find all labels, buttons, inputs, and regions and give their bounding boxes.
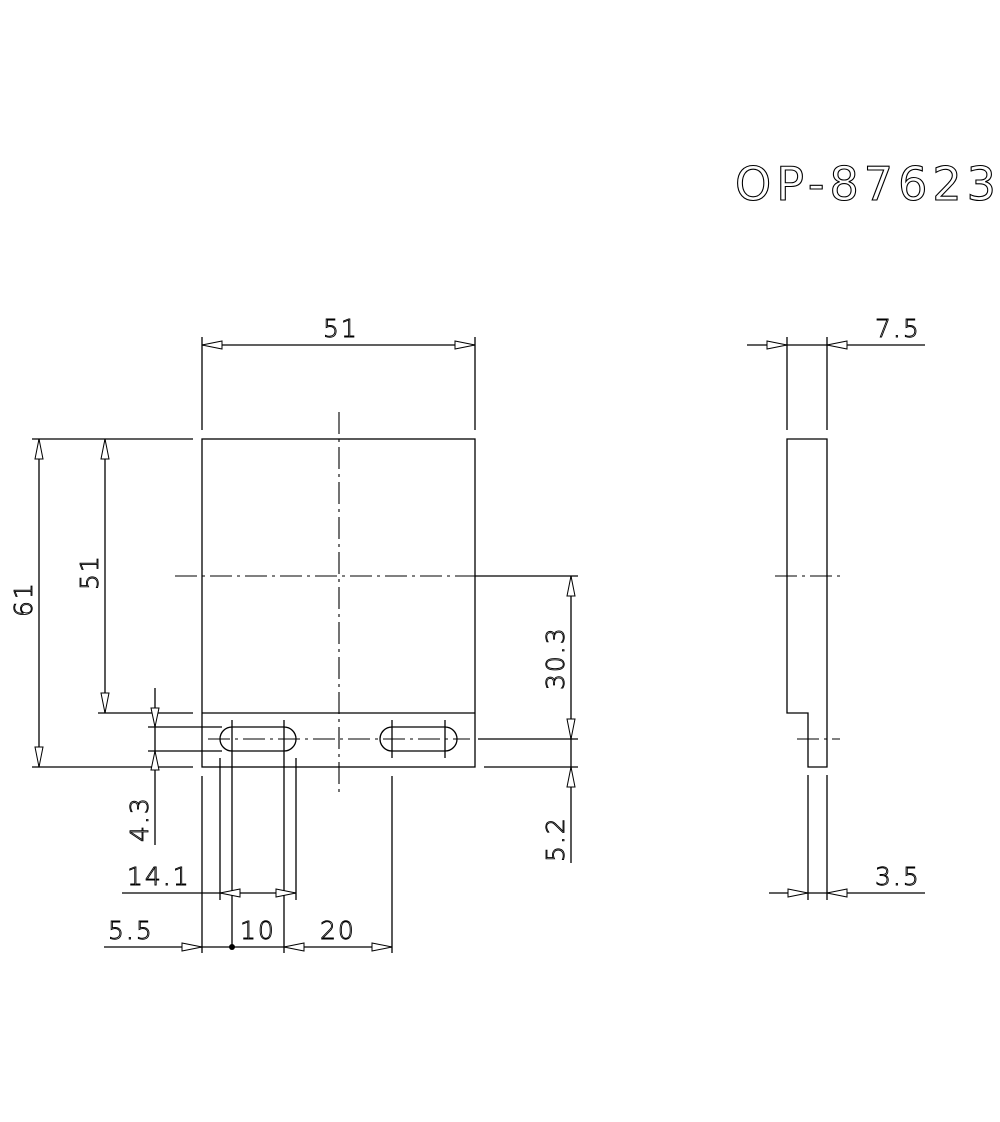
arrow-icon xyxy=(150,750,160,771)
dim-slot-to-slot: 20 xyxy=(320,916,356,945)
dim-height-total: 61 xyxy=(9,581,38,617)
dimension-origin-dot xyxy=(229,944,235,950)
arrow-icon xyxy=(201,340,223,350)
arrow-icon xyxy=(181,942,203,952)
arrow-icon xyxy=(100,438,110,460)
arrow-icon xyxy=(826,340,848,350)
arrow-icon xyxy=(371,942,393,952)
part-number-title: OP-87623 xyxy=(735,157,1000,211)
dim-thickness-bottom: 3.5 xyxy=(875,862,921,891)
dim-slot-center-bottom: 5.2 xyxy=(541,816,570,862)
arrow-icon xyxy=(566,575,576,597)
arrow-icon xyxy=(766,340,788,350)
arrow-icon xyxy=(826,888,848,898)
arrow-icon xyxy=(566,766,576,788)
dim-width-top: 51 xyxy=(323,314,359,343)
arrow-icon xyxy=(34,438,44,460)
arrow-icon xyxy=(219,888,241,898)
arrow-icon xyxy=(454,340,476,350)
arrow-icon xyxy=(787,888,809,898)
dim-thickness-top: 7.5 xyxy=(875,314,921,343)
arrow-icon xyxy=(566,718,576,740)
side-view: 7.5 3.5 xyxy=(747,314,925,900)
arrow-icon xyxy=(275,888,297,898)
side-profile xyxy=(786,438,828,768)
dim-center-offset: 30.3 xyxy=(541,626,570,690)
dim-left-edge-to-slot: 5.5 xyxy=(108,916,154,945)
dim-slot-length: 14.1 xyxy=(127,862,191,891)
dim-height-upper: 51 xyxy=(75,554,104,590)
arrow-icon xyxy=(150,707,160,728)
arrow-icon xyxy=(100,692,110,714)
dim-slot-spacing-inner: 10 xyxy=(240,916,276,945)
arrow-icon xyxy=(283,942,305,952)
front-view: 51 61 51 4.3 30.3 5.2 xyxy=(9,314,578,953)
arrow-icon xyxy=(34,746,44,768)
dim-slot-width: 4.3 xyxy=(125,796,154,842)
